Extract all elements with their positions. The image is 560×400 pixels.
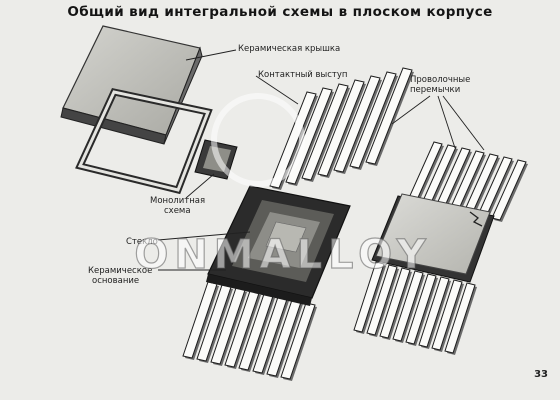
assembled-package [371,193,495,283]
lead-right-lower-7 [431,279,463,351]
label-ceramic-base: Керамическое основание [88,266,152,286]
label-wire-jumpers: Проволочные перемычки [410,75,470,95]
lead-top-1 [269,91,317,189]
lead-right-lower-4 [392,270,424,342]
leads-right [353,141,528,355]
lead-bottom-8 [280,302,316,380]
leads-top-middle [269,67,414,190]
watermark-ring [211,93,305,187]
label-ceramic-base-line1: Керамическое [88,266,153,276]
label-ceramic-base-line2: основание [92,276,140,286]
label-monolithic-circuit: Монолитная схема [150,196,205,216]
label-monolithic-line1: Монолитная [150,196,206,206]
lead-right-lower-2 [366,264,398,336]
label-monolithic-line2: схема [164,206,191,216]
lead-right-lower-1 [353,261,385,333]
label-glass: Стекло [126,237,158,247]
lead-right-lower-3 [379,267,411,339]
glass-frame [75,87,213,195]
lead-top-4 [317,79,365,177]
lead-top-7 [365,67,413,165]
label-wire-jumpers-line1: Проволочные [410,75,471,85]
page-number: 33 [534,369,548,380]
leads-bottom [182,281,317,381]
lead-top-6 [349,71,397,169]
label-wire-jumpers-line2: перемычки [410,85,461,95]
lead-right-lower-6 [418,276,450,348]
callout-lines [157,49,485,271]
lead-right-lower-5 [405,273,437,345]
lead-right-lower-8 [444,282,476,354]
lead-right-upper-7 [491,159,527,221]
label-ceramic-lid: Керамическая крышка [238,44,341,54]
lead-top-3 [301,83,349,181]
label-contact-bump: Контактный выступ [258,70,348,80]
ceramic-base [206,185,351,306]
watermark-text: ONMALLOY [134,231,432,278]
page-title: Общий вид интегральной схемы в плоском к… [67,4,493,20]
lead-top-5 [333,75,381,173]
ceramic-lid [60,25,203,145]
